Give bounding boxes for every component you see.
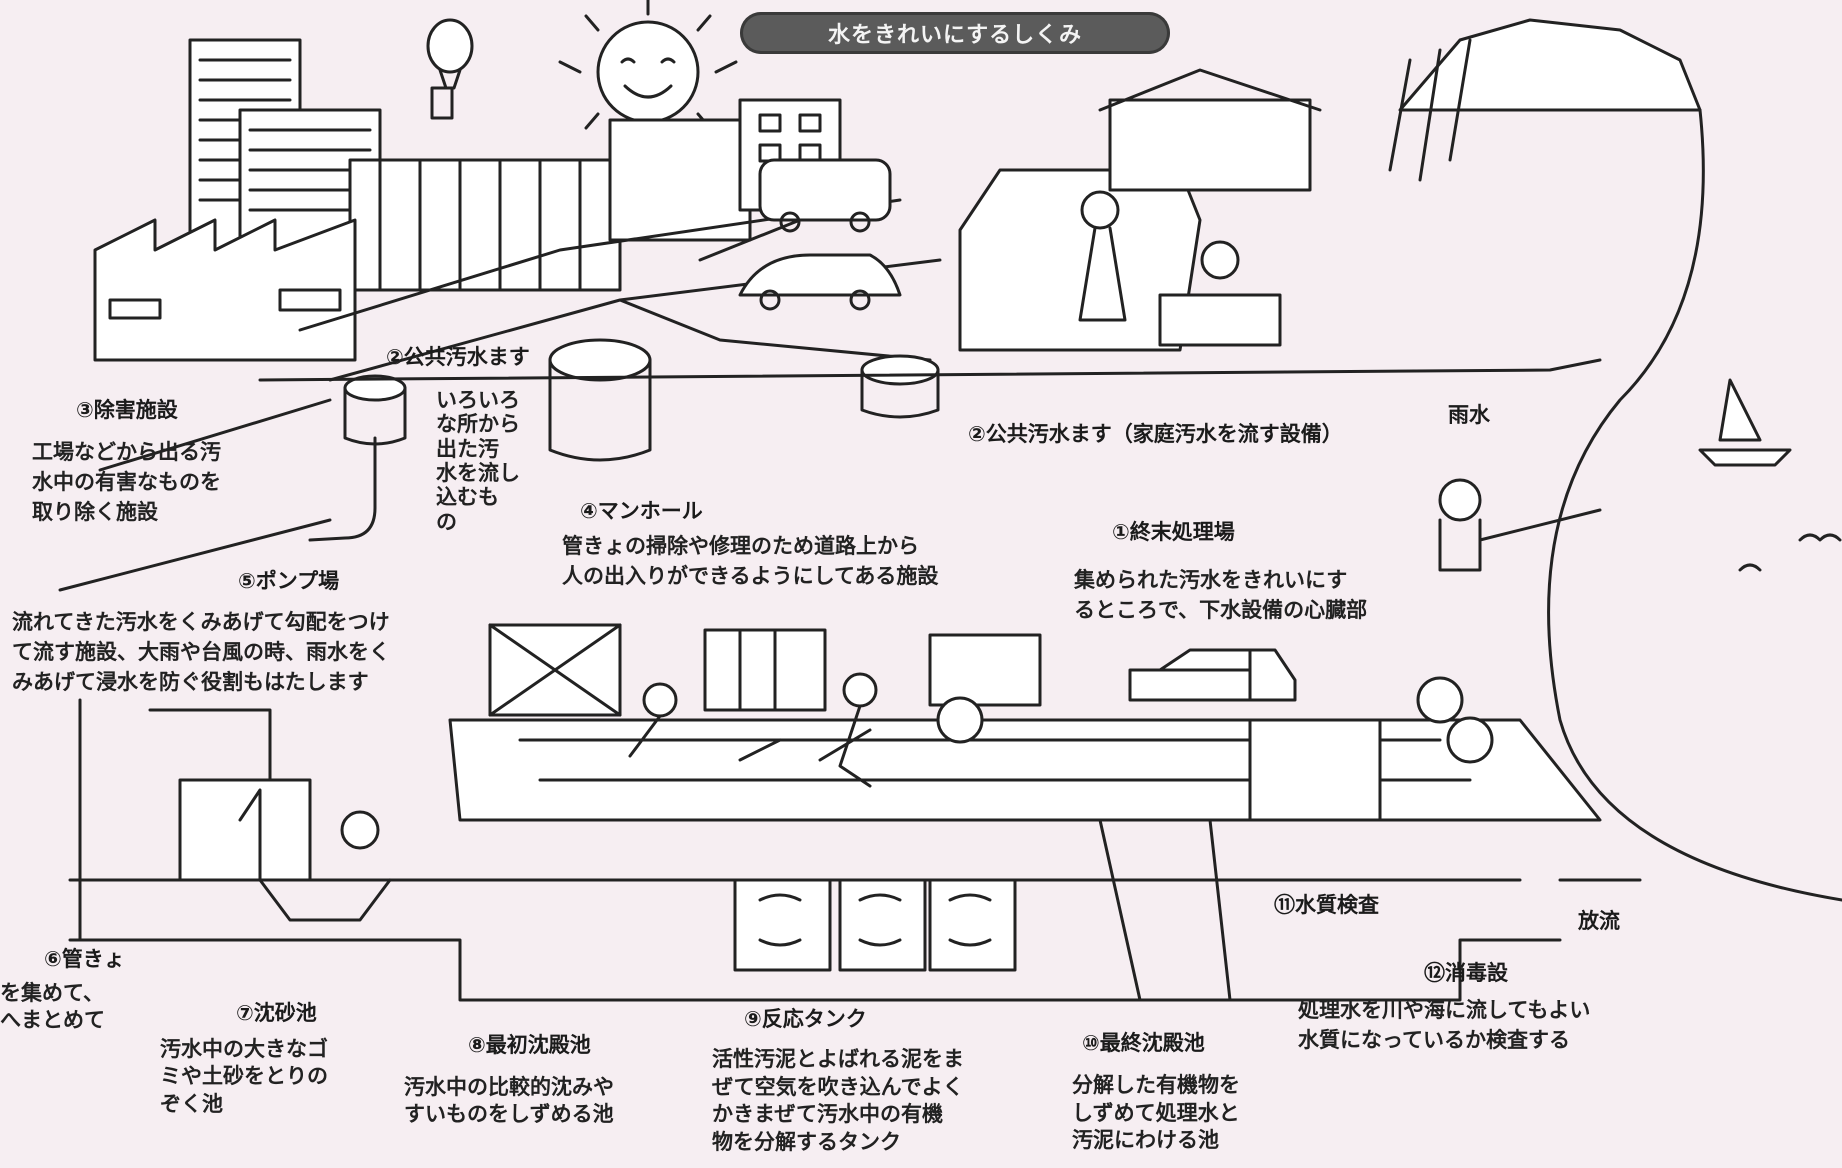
label-rainwater: 雨水: [1448, 403, 1490, 427]
desc-detoxification-facility: 工場などから出る汚 水中の有害なものを 取り除く施設: [32, 440, 221, 524]
sun-icon: [558, 0, 738, 130]
desc-reaction-tank: 活性汚泥とよばれる泥をま ぜて空気を吹き込んでよく かきまぜて汚水中の有機 物を…: [712, 1047, 964, 1155]
label-disinfection: ⑫消毒設: [1424, 961, 1508, 985]
label-terminal-treatment-plant: ①終末処理場: [1112, 520, 1235, 544]
label-grit-chamber: ⑦沈砂池: [236, 1001, 317, 1025]
label-manhole: ④マンホール: [580, 499, 703, 523]
manhole-set: [258, 338, 1602, 542]
desc-sewer-pipe: を集めて、 へまとめて: [0, 981, 105, 1033]
label-public-sewer-basin-household: ②公共汚水ます（家庭汚水を流す設備）: [968, 422, 1343, 446]
label-discharge: 放流: [1578, 909, 1620, 933]
bus-icon: [758, 158, 892, 233]
desc-terminal-treatment-plant: 集められた汚水をきれいにす るところで、下水設備の心臓部: [1074, 568, 1368, 622]
desc-grit-chamber: 汚水中の大きなゴ ミや土砂をとりの ぞく池: [160, 1037, 328, 1116]
label-water-quality-test: ⑪水質検査: [1274, 893, 1379, 917]
mountain: [1388, 18, 1702, 182]
balloon-icon: [426, 18, 474, 120]
label-reaction-tank: ⑨反応タンク: [744, 1007, 867, 1031]
treatment-plant: [68, 623, 1602, 1002]
label-detoxification-facility: ③除害施設: [76, 398, 178, 422]
desc-primary-sedimentation: 汚水中の比較的沈みや すいものをしずめる池: [404, 1075, 614, 1127]
desc-water-quality-test: 処理水を川や海に流してもよい 水質になっているか検査する: [1298, 998, 1591, 1052]
label-pump-station: ⑤ポンプ場: [238, 569, 340, 593]
label-final-sedimentation: ⑩最終沈殿池: [1082, 1031, 1205, 1055]
desc-public-sewer-basin: いろいろ な所から 出た汚 水を流し 込むも の: [436, 388, 520, 534]
page-title: 水をきれいにするしくみ: [740, 12, 1170, 54]
desc-manhole: 管きょの掃除や修理のため道路上から 人の出入りができるようにしてある施設: [562, 534, 939, 588]
factory: [93, 218, 357, 362]
house: [958, 68, 1322, 352]
label-sewer-pipe: ⑥管きょ: [44, 947, 125, 971]
sailboat-icon: [1698, 378, 1792, 467]
desc-final-sedimentation: 分解した有機物を しずめて処理水と 汚泥にわける池: [1072, 1073, 1240, 1153]
car-icon: [738, 253, 902, 311]
label-primary-sedimentation: ⑧最初沈殿池: [468, 1033, 591, 1057]
coastline: [1547, 108, 1842, 902]
city-buildings: [188, 38, 842, 292]
desc-pump-station: 流れてきた汚水をくみあげて勾配をつけ て流す施設、大雨や台風の時、雨水をく みあ…: [12, 610, 390, 694]
label-public-sewer-basin: ②公共汚水ます: [386, 345, 530, 369]
fisherman: [1438, 478, 1602, 572]
